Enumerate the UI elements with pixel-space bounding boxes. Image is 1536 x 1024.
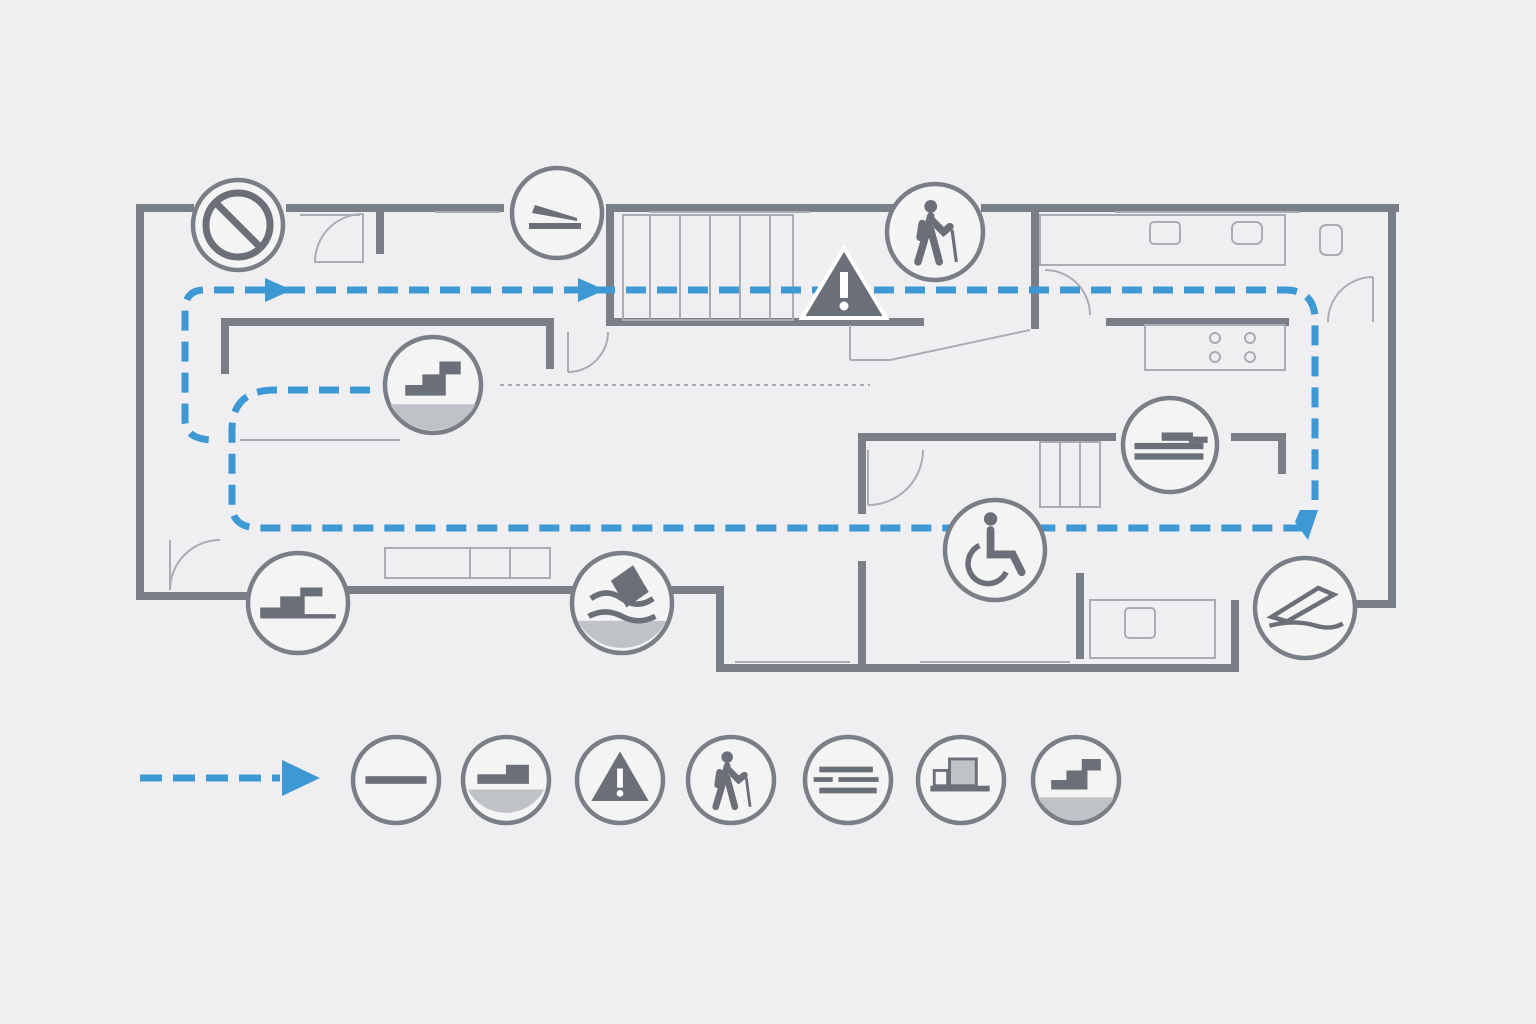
no-entry-icon: [190, 177, 286, 273]
step-icon: [382, 334, 484, 436]
slope-icon: [1252, 555, 1358, 661]
stairs-icon: [1030, 734, 1122, 826]
walking-cane-icon: [685, 734, 777, 826]
fixtures: [169, 211, 1374, 663]
flat-surface-icon: [350, 734, 442, 826]
accessible-route: [181, 286, 1319, 532]
stairs-icon: [245, 550, 351, 656]
warning-icon: [798, 244, 890, 320]
route-arrows: [265, 278, 1318, 540]
map-badges: [190, 165, 1358, 661]
flood-hazard-icon: [569, 550, 675, 656]
wheelchair-icon: [942, 497, 1048, 603]
ramp-icon: [509, 165, 605, 261]
raised-box-icon: [915, 734, 1007, 826]
walking-cane-icon: [884, 181, 986, 283]
uneven-layers-icon: [802, 734, 894, 826]
legend: [140, 734, 1122, 826]
warning-icon: [574, 734, 666, 826]
low-step-icon: [460, 734, 552, 826]
legend-route-line: [140, 760, 320, 796]
raised-threshold-icon: [1120, 395, 1220, 495]
building-walls: [136, 204, 1399, 672]
